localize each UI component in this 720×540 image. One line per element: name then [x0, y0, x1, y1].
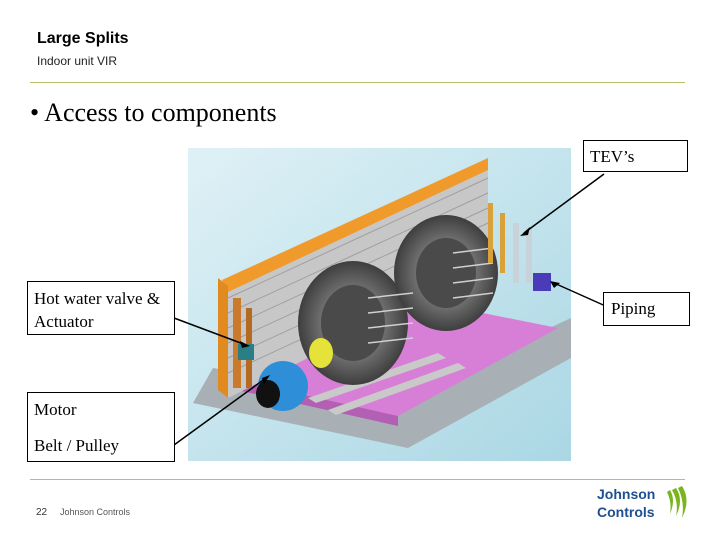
footer-company: Johnson Controls [60, 507, 131, 517]
callout-motor-belt: Motor Belt / Pulley [27, 392, 175, 462]
logo-text-line1: Johnson [597, 486, 656, 502]
callout-piping: Piping [603, 292, 690, 326]
bullet-text: • Access to components [30, 98, 277, 127]
callout-hot-water-label: Hot water valve & Actuator [34, 289, 161, 331]
callout-tev: TEV’s [583, 140, 688, 172]
indoor-unit-illustration [188, 148, 571, 461]
callout-piping-label: Piping [611, 299, 656, 318]
logo-mark-icon [667, 486, 687, 518]
callout-hot-water-valve: Hot water valve & Actuator [27, 281, 175, 335]
page-number: 22 [36, 507, 48, 518]
johnson-controls-logo: Johnson Controls [592, 480, 692, 524]
callout-tev-label: TEV’s [590, 147, 635, 166]
slide-title: Large Splits [37, 30, 129, 47]
top-divider [30, 82, 685, 83]
callout-belt-label: Belt / Pulley [34, 436, 119, 455]
slide-subtitle: Indoor unit VIR [37, 54, 118, 68]
logo-text-line2: Controls [597, 504, 655, 520]
bottom-divider [30, 479, 685, 480]
callout-motor-label: Motor [34, 400, 77, 419]
